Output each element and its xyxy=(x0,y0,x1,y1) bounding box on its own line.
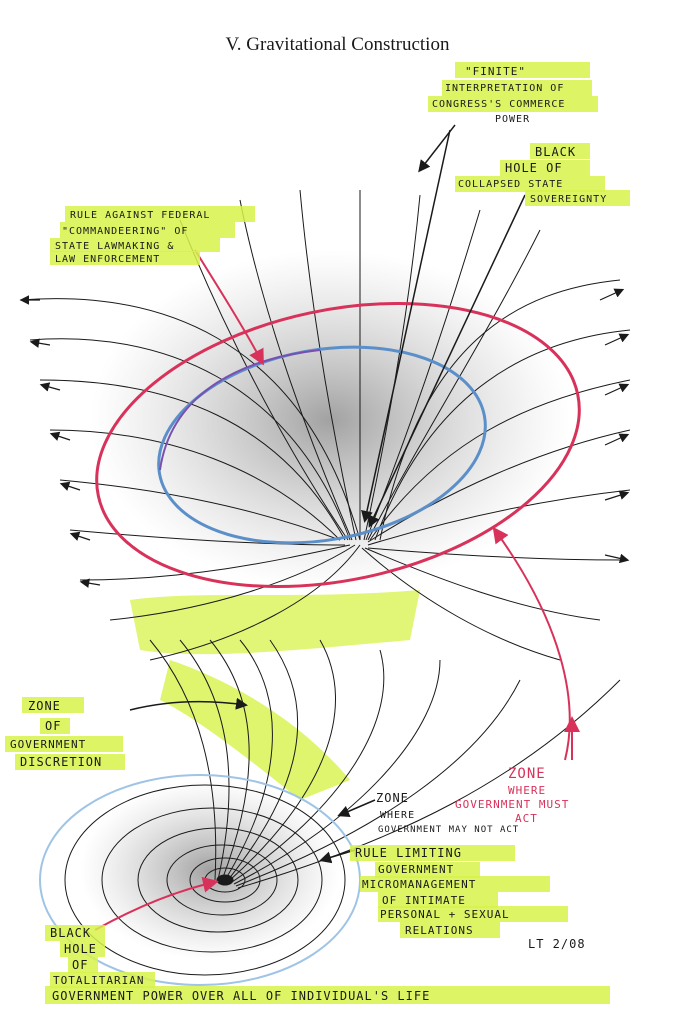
svg-text:RELATIONS: RELATIONS xyxy=(405,924,474,937)
svg-text:SOVEREIGNTY: SOVEREIGNTY xyxy=(530,194,607,205)
svg-text:POWER: POWER xyxy=(495,114,530,125)
svg-text:ZONE: ZONE xyxy=(28,699,61,713)
lower-funnel-lines xyxy=(149,639,621,889)
purple-arc xyxy=(159,349,321,471)
grid-arrows xyxy=(19,288,630,588)
label-zone-must: ZONE WHERE GOVERNMENT MUST ACT xyxy=(455,766,569,825)
label-finite: "FINITE" INTERPRETATION OF CONGRESS'S CO… xyxy=(432,65,565,125)
svg-text:CONGRESS'S COMMERCE: CONGRESS'S COMMERCE xyxy=(432,99,565,110)
svg-text:PERSONAL + SEXUAL: PERSONAL + SEXUAL xyxy=(380,908,510,921)
upper-funnel-grid xyxy=(19,189,631,661)
highlight-band-lower xyxy=(160,660,350,800)
label-bottom-line: GOVERNMENT POWER OVER ALL OF INDIVIDUAL'… xyxy=(52,989,430,1003)
svg-text:STATE LAWMAKING &: STATE LAWMAKING & xyxy=(55,241,174,252)
svg-text:ZONE: ZONE xyxy=(376,791,409,805)
svg-text:COLLAPSED STATE: COLLAPSED STATE xyxy=(458,179,563,190)
label-black-hole-state: BLACK HOLE OF COLLAPSED STATE SOVEREIGNT… xyxy=(458,145,607,205)
svg-text:GOVERNMENT MUST: GOVERNMENT MUST xyxy=(455,798,569,811)
discretion-arrow xyxy=(129,697,248,711)
label-black-hole-total: BLACK HOLE OF TOTALITARIAN xyxy=(50,926,144,987)
red-boundary-ellipse xyxy=(95,301,581,589)
svg-text:LAW ENFORCEMENT: LAW ENFORCEMENT xyxy=(55,254,160,265)
page-title: V. Gravitational Construction xyxy=(225,34,450,55)
svg-text:GOVERNMENT: GOVERNMENT xyxy=(378,863,454,876)
may-not-arrow xyxy=(337,799,376,817)
svg-text:RULE AGAINST FEDERAL: RULE AGAINST FEDERAL xyxy=(70,210,210,221)
svg-text:MICROMANAGEMENT: MICROMANAGEMENT xyxy=(362,878,476,891)
svg-text:ACT: ACT xyxy=(515,812,538,825)
label-commandeering: RULE AGAINST FEDERAL "COMMANDEERING" OF … xyxy=(55,210,210,265)
svg-text:"COMMANDEERING" OF: "COMMANDEERING" OF xyxy=(62,226,188,237)
svg-text:HOLE: HOLE xyxy=(64,942,97,956)
totalitarian-arrow xyxy=(94,876,219,931)
svg-text:ZONE: ZONE xyxy=(508,766,546,782)
svg-text:DISCRETION: DISCRETION xyxy=(20,755,102,769)
upper-shading xyxy=(90,250,570,590)
svg-text:OF INTIMATE: OF INTIMATE xyxy=(382,894,466,907)
svg-text:RULE LIMITING: RULE LIMITING xyxy=(355,846,462,860)
svg-text:GOVERNMENT MAY NOT ACT: GOVERNMENT MAY NOT ACT xyxy=(378,825,519,835)
svg-text:OF: OF xyxy=(72,958,88,972)
svg-text:WHERE: WHERE xyxy=(380,810,415,821)
totalitarian-spiral xyxy=(64,784,346,976)
svg-text:TOTALITARIAN: TOTALITARIAN xyxy=(53,974,144,987)
finite-arrows xyxy=(361,124,526,528)
svg-text:BLACK: BLACK xyxy=(535,145,576,159)
label-zone-discretion: ZONE OF GOVERNMENT DISCRETION xyxy=(10,699,102,769)
label-rule-limiting: RULE LIMITING GOVERNMENT MICROMANAGEMENT… xyxy=(355,846,510,937)
svg-text:HOLE OF: HOLE OF xyxy=(505,161,563,175)
svg-text:GOVERNMENT: GOVERNMENT xyxy=(10,738,86,751)
svg-text:OF: OF xyxy=(45,719,61,733)
svg-text:BLACK: BLACK xyxy=(50,926,91,940)
svg-text:WHERE: WHERE xyxy=(508,784,546,797)
signature: LT 2/08 xyxy=(528,937,586,951)
svg-text:INTERPRETATION OF: INTERPRETATION OF xyxy=(445,83,564,94)
highlight-band-middle xyxy=(130,590,420,655)
label-zone-may-not: ZONE WHERE GOVERNMENT MAY NOT ACT xyxy=(376,791,519,835)
svg-text:"FINITE": "FINITE" xyxy=(465,65,526,78)
rule-limiting-arrow xyxy=(319,849,356,864)
lower-shading xyxy=(80,780,340,960)
must-act-arrows xyxy=(492,526,580,761)
commandeering-arrow xyxy=(194,249,264,366)
